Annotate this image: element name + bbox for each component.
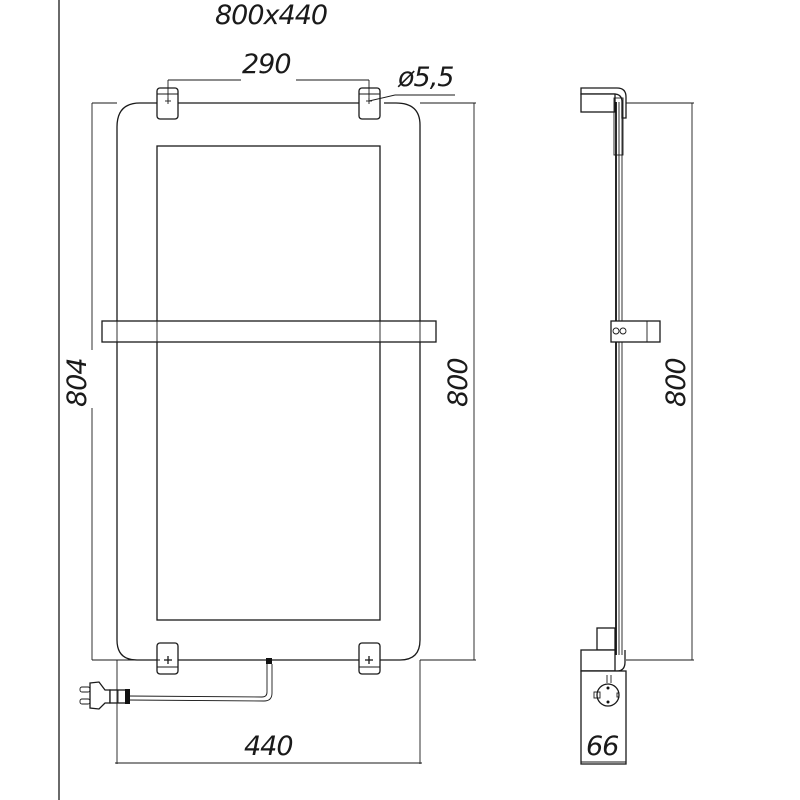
drawing-title: 800x440 [215, 0, 327, 31]
top-right-bracket [358, 87, 381, 120]
towel-bar [101, 320, 437, 343]
outer-frame [116, 102, 421, 661]
dimension-800-front: 800 [420, 102, 476, 661]
dimension-800-side: 800 [626, 102, 694, 661]
side-top-bracket [580, 87, 627, 119]
dimension-66: 66 [581, 731, 626, 763]
dimension-440: 440 [115, 660, 422, 764]
side-towel-bar-clamp [610, 320, 661, 343]
bottom-right-bracket [358, 642, 381, 675]
side-view: 800 66 [580, 87, 694, 765]
inner-glass-panel [156, 145, 381, 621]
bottom-left-bracket [156, 642, 179, 675]
power-cord [127, 658, 273, 702]
top-left-bracket [156, 87, 179, 120]
dimension-hole-diameter: ø5,5 [368, 62, 455, 102]
socket-icon [593, 683, 620, 707]
dimension-label-804: 804 [62, 358, 93, 407]
dimension-label-66: 66 [586, 731, 618, 762]
front-view: 290 ø5,5 800x440 804 800 [62, 0, 476, 764]
dimension-label-800-front: 800 [443, 358, 474, 407]
dimension-label-800-side: 800 [661, 358, 692, 407]
side-top-clamp [613, 97, 624, 156]
plug-icon [79, 681, 130, 710]
dimension-label-hole-diameter: ø5,5 [397, 62, 453, 93]
dimension-label-290: 290 [242, 49, 291, 80]
dimension-804: 804 [62, 102, 160, 661]
dimension-label-440: 440 [244, 731, 293, 762]
dimension-290: 290 [167, 49, 370, 100]
